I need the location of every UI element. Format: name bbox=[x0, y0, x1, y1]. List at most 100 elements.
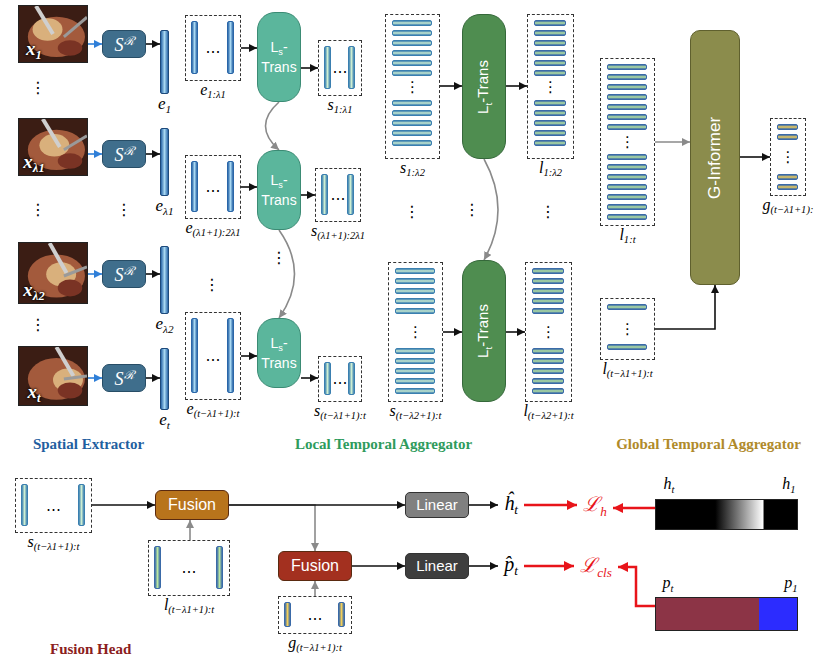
vector-bar bbox=[392, 140, 432, 146]
node-text: g(t−λ1+1): bbox=[763, 196, 814, 213]
vector-bar bbox=[607, 204, 647, 210]
panel-ground bbox=[0, 457, 827, 664]
feature-stack: ⋮s(t−λ2+1):t bbox=[388, 262, 443, 402]
feature-vector: eλ1 bbox=[160, 128, 169, 196]
vector-bar bbox=[21, 484, 28, 526]
text-slot: … bbox=[331, 186, 346, 204]
node-text: s(λ1+1):2λ1 bbox=[311, 222, 365, 239]
panel-heading: Spatial Extractor bbox=[33, 436, 144, 452]
subscript: t bbox=[672, 484, 675, 495]
node-text: Lt-Trans bbox=[474, 60, 491, 114]
node-text: s(t−λ2+1):t bbox=[390, 402, 442, 419]
node-text: Sℛ bbox=[115, 145, 134, 165]
node-text: l1:t bbox=[619, 226, 635, 243]
vector-bar bbox=[607, 154, 647, 160]
connector bbox=[301, 377, 318, 379]
vector-bar bbox=[324, 362, 331, 395]
text-slot: Fusion bbox=[168, 496, 216, 514]
subscript: t bbox=[167, 419, 170, 431]
text-slot: ℒh bbox=[583, 490, 607, 519]
node-text: e(λ1+1):2λ1 bbox=[186, 219, 241, 236]
connector bbox=[655, 141, 690, 143]
vector-bar bbox=[777, 184, 798, 190]
subscript: s bbox=[278, 180, 283, 190]
connector bbox=[146, 153, 160, 155]
vector-bar bbox=[395, 288, 435, 294]
node-text: ⋮ bbox=[543, 78, 558, 96]
vector-bar bbox=[607, 164, 647, 170]
text-slot: ⋮ bbox=[464, 201, 480, 219]
subscript: (λ1+1):2λ1 bbox=[317, 230, 365, 241]
node-text: … bbox=[46, 497, 61, 515]
subscript: 1 bbox=[792, 583, 797, 594]
subscript: (λ1+1):2λ1 bbox=[193, 227, 241, 238]
vector-bar bbox=[347, 174, 354, 215]
subscript: t bbox=[483, 102, 494, 105]
connector bbox=[469, 504, 498, 506]
connector bbox=[524, 565, 574, 568]
feature-stack: ⋮s1:λ2 bbox=[385, 14, 440, 159]
vector-bar bbox=[78, 484, 85, 526]
text-slot: l(t−λ1+1):t bbox=[164, 596, 214, 615]
text-slot: … bbox=[333, 59, 348, 77]
node-text: xλ1 bbox=[23, 151, 44, 172]
vector-bar bbox=[392, 20, 432, 26]
ellipsis-label: ⋮ bbox=[30, 315, 46, 334]
feature-group: …s(λ1+1):2λ1 bbox=[315, 168, 361, 222]
vector-bar bbox=[395, 358, 435, 364]
vector-bar bbox=[532, 298, 564, 304]
ellipsis-label: ⋮ bbox=[404, 202, 420, 221]
spatial-encoder-box: Sℛ bbox=[102, 30, 146, 58]
feature-stack: ⋮l(t−λ2+1):t bbox=[525, 262, 572, 402]
feature-group: …e1:λ1 bbox=[185, 15, 241, 81]
panel-border bbox=[177, 0, 179, 457]
feature-vector: e1 bbox=[160, 30, 169, 94]
text-slot: ⋮ bbox=[30, 201, 46, 219]
feature-vector: eλ2 bbox=[160, 246, 169, 314]
vector-bar bbox=[392, 130, 432, 136]
node-text: pt bbox=[663, 574, 674, 591]
panel-heading: Global Temporal Aggregator bbox=[616, 436, 801, 452]
node-text: Linear bbox=[416, 496, 458, 513]
subscript: t bbox=[514, 563, 518, 578]
vector-bar bbox=[348, 46, 355, 89]
ground-truth-bar: hth1 bbox=[655, 499, 798, 530]
subscript: (t−λ2+1):t bbox=[528, 410, 574, 421]
text-slot: ht bbox=[664, 475, 675, 494]
connector bbox=[740, 156, 770, 158]
connector bbox=[146, 43, 160, 45]
node-text: Fusion bbox=[291, 557, 339, 574]
fusion-box: Fusion bbox=[155, 490, 229, 520]
text-slot: s1:λ1 bbox=[328, 96, 353, 115]
text-slot: l1:t bbox=[619, 226, 635, 245]
subscript: (t−λ1+1):t bbox=[296, 642, 342, 653]
spatial-encoder-box: Sℛ bbox=[102, 364, 146, 392]
superscript: ℛ bbox=[124, 368, 134, 382]
vector-bar bbox=[607, 214, 647, 220]
node-text: p1 bbox=[784, 574, 797, 591]
film-holes bbox=[0, 0, 15, 457]
connector bbox=[506, 85, 527, 87]
vector-bar bbox=[532, 278, 564, 284]
subscript: h bbox=[600, 504, 607, 519]
vector-bar bbox=[392, 70, 432, 76]
text-slot: e(t−λ1+1):t bbox=[187, 400, 240, 419]
vector-bar bbox=[607, 124, 647, 130]
superscript: ℛ bbox=[124, 34, 134, 48]
feature-stack: ⋮l1:λ2 bbox=[527, 14, 574, 159]
node-text: s(t−λ1+1):t bbox=[314, 402, 366, 419]
node-text: xλ2 bbox=[23, 279, 44, 300]
text-slot: Lt-Trans bbox=[474, 304, 493, 358]
text-slot: … bbox=[333, 370, 348, 388]
vector-bar bbox=[534, 50, 566, 56]
vector-bar bbox=[607, 94, 647, 100]
text-slot: ĥt bbox=[504, 492, 518, 518]
connector bbox=[443, 331, 462, 333]
node-text: ⋮ bbox=[541, 323, 556, 341]
node-text: Sℛ bbox=[115, 369, 134, 389]
text-slot: Sℛ bbox=[115, 366, 134, 390]
connector bbox=[189, 520, 191, 540]
text-slot: … bbox=[206, 39, 221, 57]
linear-box: Linear bbox=[405, 492, 469, 518]
vector-bar bbox=[532, 388, 564, 394]
